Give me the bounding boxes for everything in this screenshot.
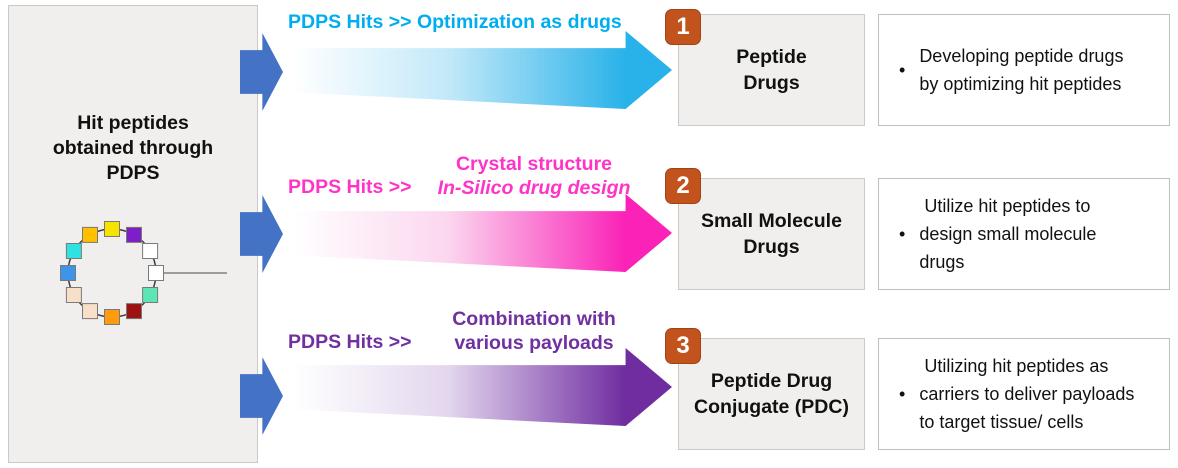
pathway-label: Combination with various payloads [420, 307, 648, 355]
target-box: Peptide Drug Conjugate (PDC) [678, 338, 865, 450]
bullet-icon: • [899, 383, 906, 404]
amino-acid-square [104, 309, 120, 325]
cyclic-peptide-icon [60, 221, 227, 325]
amino-acid-square [82, 303, 98, 320]
amino-acid-square [142, 243, 159, 259]
gradient-arrow [285, 31, 672, 109]
pathway-label-line2: In-Silico drug design [437, 177, 631, 199]
bullet-icon: • [899, 223, 906, 244]
gradient-arrow [285, 348, 672, 426]
pathway-label-line1: Crystal structure [455, 153, 613, 175]
pathway-label-prefix: PDPS Hits >> [288, 176, 412, 198]
pathway-label: PDPS Hits >> Optimization as drugs [288, 11, 622, 33]
amino-acid-square [82, 226, 98, 243]
amino-acid-square [126, 303, 142, 320]
description-text: Utilize hit peptides to design small mol… [919, 196, 1097, 272]
target-box: Peptide Drugs [678, 14, 865, 126]
source-panel: Hit peptides obtained through PDPS [8, 5, 258, 463]
pathway-label: Crystal structure In-Silico drug design [420, 152, 648, 200]
amino-acid-square [60, 265, 76, 281]
source-panel-title: Hit peptides obtained through PDPS [52, 112, 214, 184]
amino-acid-square [126, 226, 142, 243]
bullet-icon: • [899, 59, 906, 80]
description-text: Developing peptide drugs by optimizing h… [919, 46, 1124, 94]
amino-acid-square [65, 287, 82, 303]
description-box: • Developing peptide drugs by optimizing… [878, 14, 1170, 126]
pathway-label-prefix: PDPS Hits >> [288, 331, 412, 353]
description-box: • Utilizing hit peptides as carriers to … [878, 338, 1170, 450]
amino-acid-square [148, 265, 164, 281]
description-box: • Utilize hit peptides to design small m… [878, 178, 1170, 290]
pathway-label-line1: Combination with [452, 308, 616, 330]
description-text: Utilizing hit peptides as carriers to de… [919, 356, 1135, 432]
amino-acid-square [104, 221, 120, 237]
gradient-arrow [285, 194, 672, 272]
pathway-label-line2: various payloads [454, 332, 614, 354]
step-badge: 2 [665, 168, 701, 204]
amino-acid-square [142, 287, 159, 303]
amino-acid-square [65, 243, 82, 259]
step-badge: 1 [665, 9, 701, 45]
step-badge: 3 [665, 328, 701, 364]
target-box: Small Molecule Drugs [678, 178, 865, 290]
